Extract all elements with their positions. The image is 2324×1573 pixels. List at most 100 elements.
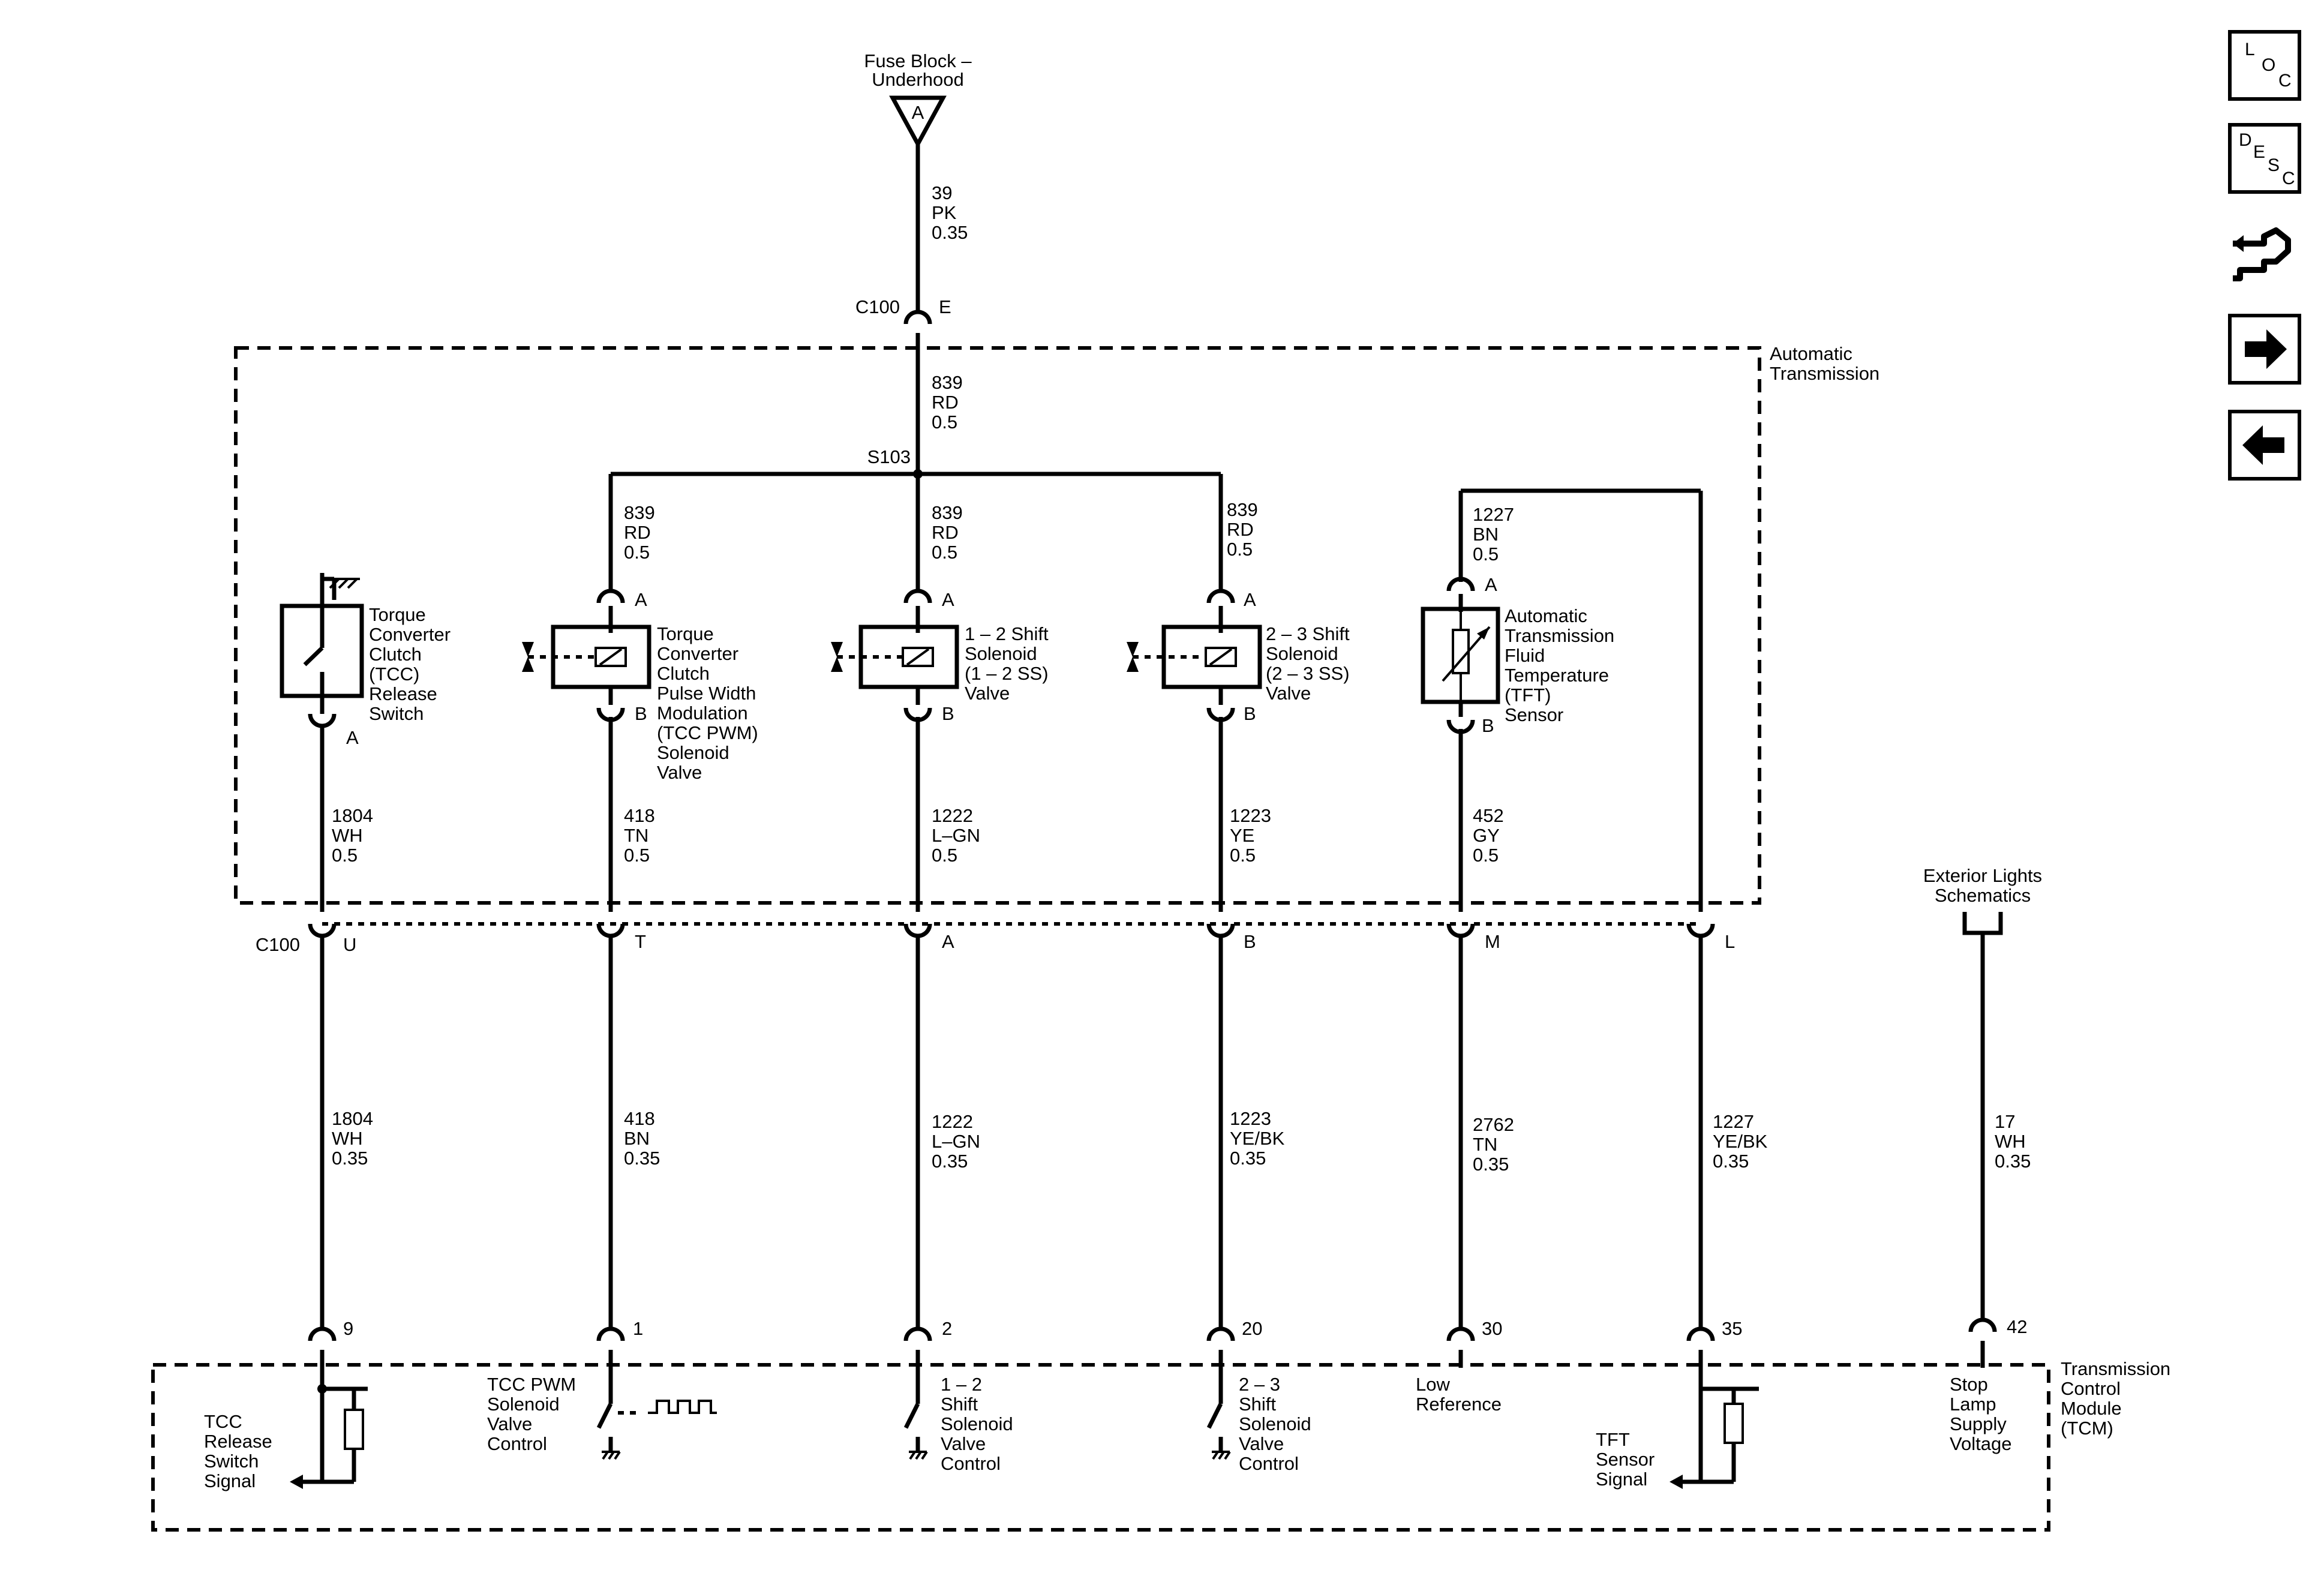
lw2-color: BN (624, 1128, 650, 1149)
tcc-pwm-label-4: Pulse Width (657, 683, 756, 704)
tcm-c7-l3: Supply (1950, 1413, 2007, 1434)
wire-1223-gauge: 0.5 (1230, 845, 1256, 866)
tcc-pwm-label-7: Solenoid (657, 742, 729, 763)
location-button[interactable]: L O C (2228, 30, 2301, 101)
tft-sensor: 1227 BN 0.5 A B Automatic Transmission F… (1421, 491, 1614, 736)
c100-top-label: C100 (855, 296, 900, 317)
previous-arrow-button[interactable] (2228, 410, 2301, 481)
tcc-pwm-pin-b: B (635, 703, 647, 724)
tcc-pwm-label-6: (TCC PWM) (657, 722, 758, 743)
tcm-pin-2-label: 2 (942, 1318, 952, 1339)
lw7-color: WH (1995, 1131, 2026, 1152)
tcm-ss12-circuit: 1 – 2 Shift Solenoid Valve Control (903, 1350, 1013, 1474)
tcc-release-switch: A Torque Converter Clutch (TCC) Release … (280, 573, 451, 748)
tcc-switch-label-2: Converter (369, 624, 451, 645)
loc-letter-1: L (2245, 40, 2255, 59)
description-button[interactable]: D E S C (2228, 123, 2301, 194)
tcm-low-reference-circuit: Low Reference (1416, 1350, 1502, 1415)
lw3-gauge: 0.35 (932, 1151, 968, 1172)
wire-1222-gauge: 0.5 (932, 845, 957, 866)
tcm-c3-l2: Shift (941, 1394, 978, 1415)
ss23-pin-b: B (1244, 703, 1256, 724)
automatic-transmission-label-1: Automatic (1770, 343, 1852, 364)
tcm-c6-l2: Sensor (1596, 1449, 1655, 1470)
arrow-left-icon (2242, 425, 2284, 465)
tft-top-gauge: 0.5 (1473, 544, 1499, 565)
tft-label-5: (TFT) (1505, 685, 1551, 706)
desc-letter-2: E (2253, 142, 2266, 162)
wire-1222-circuit: 1222 (932, 805, 973, 826)
tcm-pin-42 (1968, 1317, 1997, 1332)
ss23-label-2: Solenoid (1266, 643, 1338, 664)
tcm-c7-l1: Stop (1950, 1374, 1988, 1395)
ss12-label-2: Solenoid (965, 643, 1037, 664)
tcm-pin-20-label: 20 (1242, 1318, 1262, 1339)
tcm-c1-l4: Signal (204, 1470, 256, 1491)
tcm-pin-1-label: 1 (633, 1318, 643, 1339)
tcm-ss23-circuit: 2 – 3 Shift Solenoid Valve Control (1206, 1350, 1311, 1474)
lw7-circuit: 17 (1995, 1111, 2015, 1132)
automatic-transmission-label-2: Transmission (1770, 363, 1879, 384)
tcm-pin-9-label: 9 (343, 1318, 353, 1339)
main-wire-label: 839 RD 0.5 (932, 372, 963, 433)
wire-452-gauge: 0.5 (1473, 845, 1499, 866)
pinout-icon[interactable] (2228, 216, 2301, 287)
tcc-pwm-connector-a (596, 589, 625, 604)
c100-pin-b (1206, 923, 1235, 938)
tft-pin-b: B (1482, 715, 1494, 736)
pullup-resistor (344, 1409, 364, 1450)
c100-pin-m (1446, 923, 1475, 938)
ss23-connector-a (1206, 589, 1235, 604)
tcc-pwm-label-2: Converter (657, 643, 738, 664)
tcm-c2-l1: TCC PWM (487, 1374, 576, 1395)
tcm-pin-42-label: 42 (2007, 1316, 2027, 1337)
next-arrow-button[interactable] (2228, 314, 2301, 385)
shift-solenoid-1-2: 839 RD 0.5 A B 1 – 2 Shift Solenoid (1 –… (831, 474, 1049, 724)
lw2-circuit: 418 (624, 1108, 655, 1129)
tft-top-color: BN (1473, 524, 1499, 545)
pwm-waveform-icon (648, 1400, 717, 1414)
exterior-lights-reference: Exterior Lights Schematics (1923, 865, 2042, 1320)
tcm-c4-l3: Solenoid (1239, 1413, 1311, 1434)
tcm-c5-l1: Low (1416, 1374, 1450, 1395)
ss12-pin-a: A (942, 589, 954, 610)
feed-wire-circuit: 39 (932, 182, 952, 203)
ss12-label-3: (1 – 2 SS) (965, 663, 1049, 684)
wire-1223-color: YE (1230, 825, 1254, 846)
main-wire-circuit: 839 (932, 372, 963, 393)
lw5-circuit: 2762 (1473, 1114, 1514, 1135)
ss23-label-1: 2 – 3 Shift (1266, 623, 1350, 644)
tcc-pwm-label-3: Clutch (657, 663, 710, 684)
tcm-pin-30 (1446, 1326, 1475, 1341)
loc-letter-2: O (2262, 55, 2276, 75)
desc-letter-4: C (2282, 169, 2295, 188)
tcc-pwm-top-circuit: 839 (624, 502, 655, 523)
tft-connector-a (1446, 577, 1475, 592)
lw3-circuit: 1222 (932, 1111, 973, 1132)
c100-bottom-label: C100 (256, 934, 300, 955)
tcm-c6-l3: Signal (1596, 1469, 1647, 1490)
lw1-circuit: 1804 (332, 1108, 373, 1129)
tcc-switch-label-6: Switch (369, 703, 424, 724)
tcm-c6-l1: TFT (1596, 1429, 1630, 1450)
tcc-switch-label-5: Release (369, 683, 437, 704)
tcm-c7-l4: Voltage (1950, 1433, 2011, 1454)
splice-label: S103 (867, 446, 911, 467)
lw4-color: YE/BK (1230, 1128, 1285, 1149)
wire-1804-circuit: 1804 (332, 805, 373, 826)
tcc-switch-label-3: Clutch (369, 644, 422, 665)
c100-pin-b-label: B (1244, 931, 1256, 952)
lw6-color: YE/BK (1713, 1131, 1768, 1152)
lw4-circuit: 1223 (1230, 1108, 1271, 1129)
lw1-gauge: 0.35 (332, 1148, 368, 1169)
tcc-pwm-top-color: RD (624, 522, 651, 543)
fuse-block-title-1: Fuse Block – (864, 50, 972, 71)
signal-arrow-icon (290, 1475, 303, 1489)
c100-pin-t-label: T (635, 931, 646, 952)
tcm-pin-1 (596, 1326, 625, 1341)
lw6-gauge: 0.35 (1713, 1151, 1749, 1172)
lw6-circuit: 1227 (1713, 1111, 1754, 1132)
tcm-c4-l4: Valve (1239, 1433, 1284, 1454)
exterior-lights-bracket (1962, 912, 2003, 935)
